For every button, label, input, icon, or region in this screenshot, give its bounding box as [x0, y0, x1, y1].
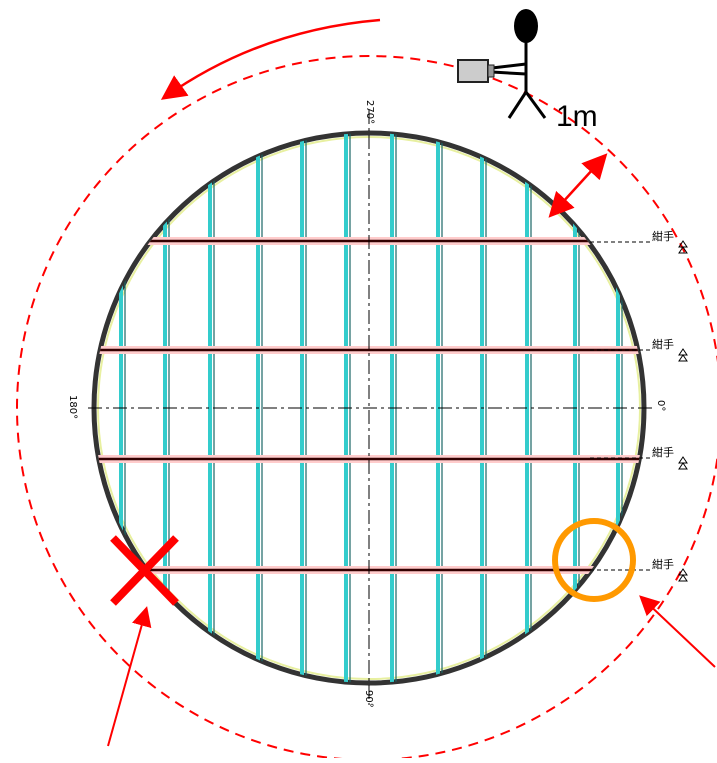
handrail-label: 紺手 [652, 445, 674, 459]
angle-label-top: 270° [364, 100, 375, 124]
camera-icon [457, 59, 495, 83]
angle-label-left: 180° [67, 395, 78, 419]
angle-label-right: 0° [655, 400, 666, 411]
handrail-label: 紺手 [652, 557, 674, 571]
valve-icon [678, 568, 688, 582]
distance-label: 1m [556, 100, 598, 133]
handrail-label: 紺手 [652, 337, 674, 351]
person-icon [491, 9, 547, 119]
highlight-circle-icon [552, 518, 636, 602]
valve-icon [678, 240, 688, 254]
highlight-pointer-arrow [639, 595, 716, 668]
valve-icon [678, 348, 688, 362]
cross-pointer-arrow [107, 606, 152, 747]
vessel [88, 110, 655, 705]
angle-label-bottom: 90° [363, 690, 374, 708]
valve-icon [678, 456, 688, 470]
cross-mark-icon [110, 535, 179, 606]
distance-arrow [548, 153, 608, 218]
rotation-arrow [160, 18, 381, 100]
handrail-label: 紺手 [652, 229, 674, 243]
